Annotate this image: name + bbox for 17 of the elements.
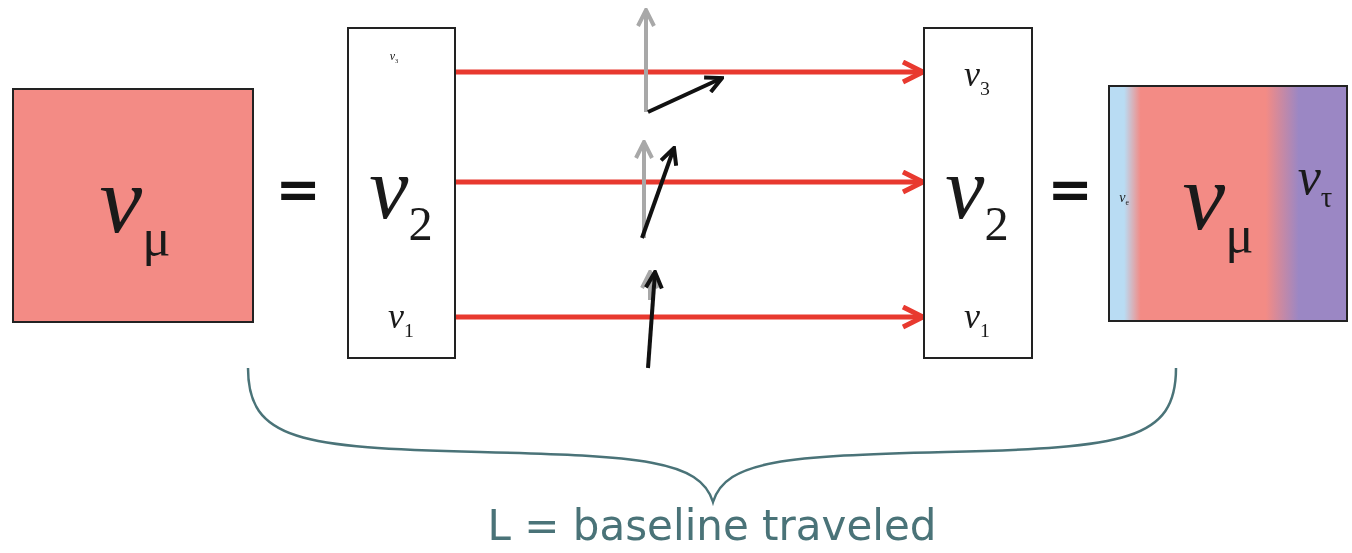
state-box (347, 27, 456, 359)
neutrino-symbol: ν$_{2}$ (945, 145, 1009, 249)
neutrino-symbol: ν$_{e}$ (1119, 190, 1129, 208)
neutrino-symbol: ν$_{2}$ (369, 145, 433, 249)
state-box (923, 27, 1033, 359)
neutrino-symbol: ν$_{1}$ (964, 297, 990, 341)
equals-sign: = (1047, 163, 1093, 217)
baseline-caption: L = baseline traveled (487, 505, 937, 547)
neutrino-symbol: ν$_{3}$ (389, 49, 399, 65)
neutrino-symbol: ν$_{τ}$ (1297, 151, 1333, 213)
neutrino-symbol: ν$_{3}$ (964, 55, 990, 99)
state-box (12, 88, 254, 323)
state-box (1108, 85, 1348, 322)
neutrino-symbol: ν$_{μ}$ (99, 151, 171, 265)
neutrino-symbol: ν$_{1}$ (388, 297, 414, 341)
neutrino-symbol: ν$_{μ}$ (1182, 148, 1254, 262)
equals-sign: = (275, 163, 321, 217)
